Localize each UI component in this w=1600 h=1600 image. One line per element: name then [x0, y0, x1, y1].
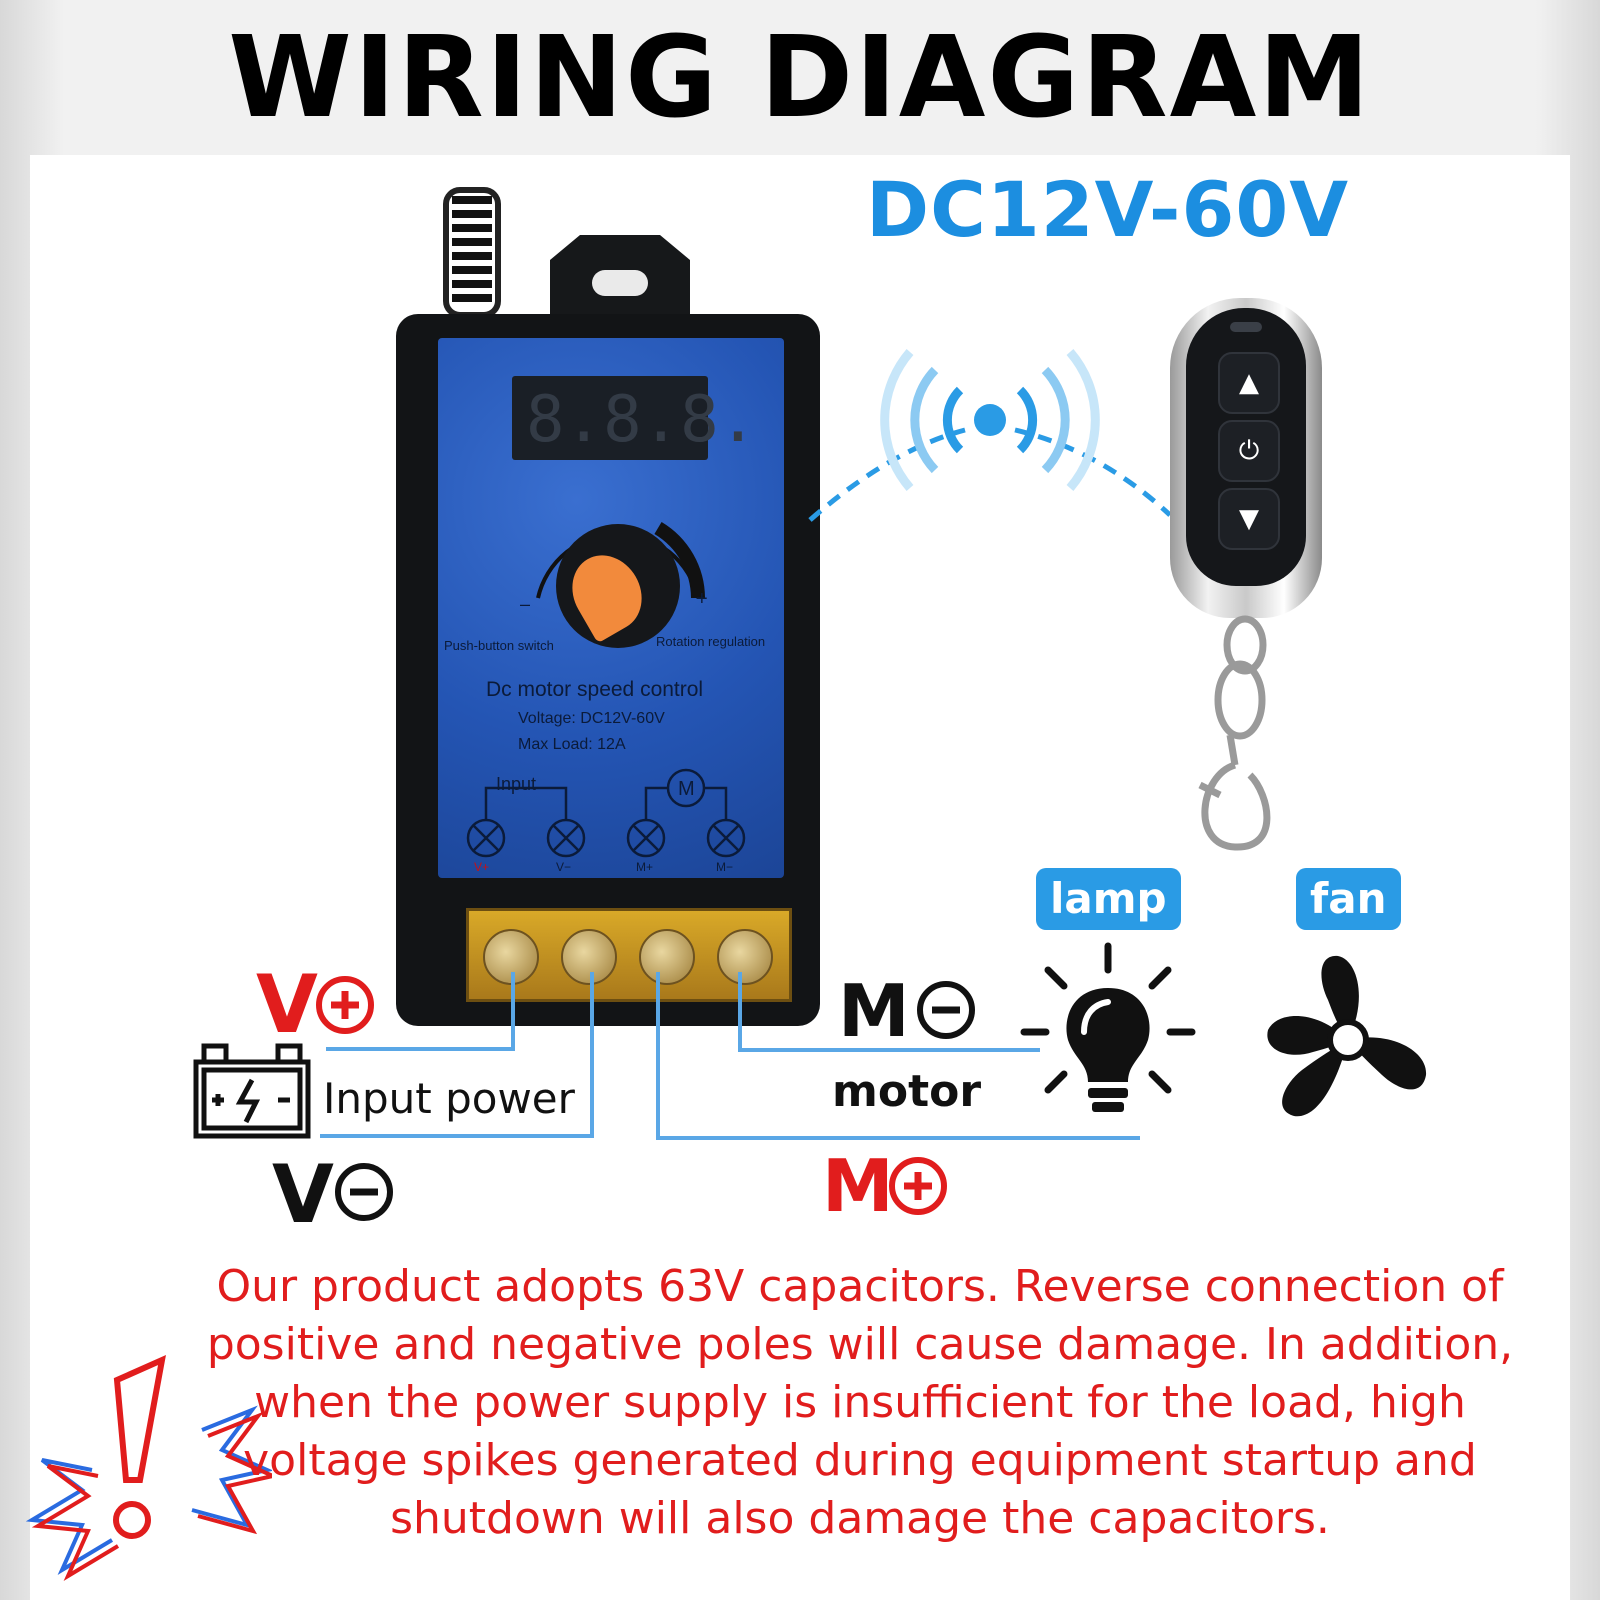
remote-down-button[interactable]: ▼ [1218, 488, 1280, 550]
knob-minus: – [520, 594, 531, 614]
m-minus-label: M [838, 969, 910, 1053]
minus-circle-icon-motor [917, 981, 975, 1039]
face-terminal-m-plus: M+ [636, 860, 654, 874]
wireless-signal-icon [808, 349, 1172, 522]
device-mount-tab [550, 235, 690, 325]
warning-exclamation-icon [25, 1354, 272, 1581]
lamp-badge: lamp [1036, 868, 1181, 930]
knob-plus: + [696, 588, 708, 610]
face-motor-symbol: M [678, 778, 695, 800]
device-max-load: Max Load: 12A [518, 736, 626, 753]
led-display: 8.8.8. [512, 376, 757, 460]
triangle-up-icon: ▲ [1239, 368, 1259, 398]
warning-line: Our product adopts 63V capacitors. Rever… [216, 1261, 1504, 1312]
battery-icon [193, 1043, 311, 1139]
device-face-panel: 8.8.8. – + Push-button switch Rotation r… [438, 338, 784, 878]
input-power-label: Input power [323, 1074, 575, 1123]
face-terminal-v-plus: V+ [474, 860, 490, 874]
rotation-label: Rotation regulation [656, 634, 766, 649]
terminal-screw-m-minus[interactable] [717, 929, 773, 985]
v-minus-label: V [272, 1148, 334, 1241]
triangle-down-icon: ▼ [1239, 504, 1259, 534]
light-bulb-icon [1020, 942, 1196, 1112]
push-button-label: Push-button switch [444, 638, 554, 653]
motor-label: motor [832, 1066, 982, 1117]
warning-line: voltage spikes generated during equipmen… [243, 1435, 1477, 1486]
terminal-screw-m-plus[interactable] [639, 929, 695, 985]
device-name: Dc motor speed control [486, 678, 704, 701]
page-title: WIRING DIAGRAM [228, 13, 1372, 143]
remote-led-indicator [1230, 322, 1262, 332]
plus-circle-icon-motor [889, 1157, 947, 1215]
face-terminal-m-minus: M− [716, 860, 734, 874]
remote-body: ▲ ⏻ ▼ [1186, 308, 1306, 586]
power-icon: ⏻ [1238, 435, 1260, 466]
face-terminal-v-minus: V− [556, 860, 572, 874]
m-plus-label: M [822, 1144, 894, 1228]
v-plus-label: V [256, 958, 318, 1051]
terminal-screw-v-minus[interactable] [561, 929, 617, 985]
remote-control: ▲ ⏻ ▼ [1170, 298, 1322, 618]
keychain-ring-icon [1198, 615, 1271, 851]
fan-icon [1267, 955, 1427, 1117]
warning-line: shutdown will also damage the capacitors… [390, 1493, 1330, 1544]
remote-up-button[interactable]: ▲ [1218, 352, 1280, 414]
plus-circle-icon [316, 976, 374, 1034]
minus-circle-icon [335, 1163, 393, 1221]
remote-power-button[interactable]: ⏻ [1218, 420, 1280, 482]
face-input-label: Input [496, 774, 537, 794]
voltage-range: DC12V-60V [866, 165, 1350, 254]
warning-line: when the power supply is insufficient fo… [254, 1377, 1466, 1428]
warning-text: Our product adopts 63V capacitors. Rever… [165, 1258, 1555, 1548]
face-terminal-diagram [466, 768, 746, 858]
warning-line: positive and negative poles will cause d… [206, 1319, 1514, 1370]
led-digits: 8.8.8. [526, 383, 758, 457]
device-voltage-spec: Voltage: DC12V-60V [518, 710, 665, 727]
fan-badge: fan [1296, 868, 1401, 930]
screw-terminal-block [466, 908, 792, 1002]
motor-speed-controller: 8.8.8. – + Push-button switch Rotation r… [396, 314, 820, 1026]
